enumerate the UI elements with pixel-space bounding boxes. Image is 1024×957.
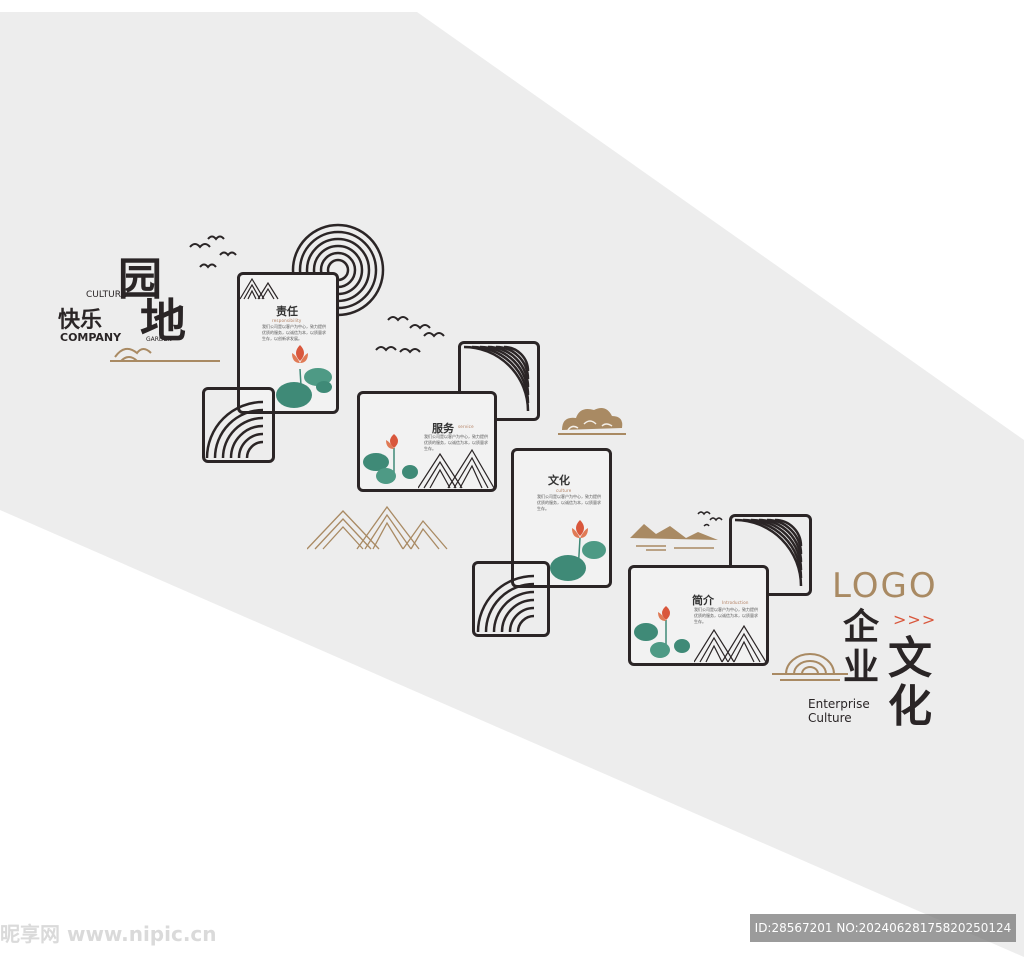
label-culture-en: Culture	[808, 711, 852, 725]
deco-square-2	[458, 341, 540, 421]
mountain-lines-icon	[418, 448, 494, 489]
panel-title-responsibility: 责任	[276, 305, 298, 318]
sunrise-icon	[772, 653, 848, 681]
cloud-wave-icon	[110, 347, 220, 362]
label-garden: GARDEN	[146, 336, 172, 343]
birds-icon	[189, 235, 237, 269]
label-culture: CULTURE	[86, 290, 127, 300]
gold-mountains-icon	[307, 505, 448, 550]
lotus-icon	[363, 434, 418, 484]
logo-text: LOGO	[832, 566, 938, 606]
arc-lines-icon	[205, 400, 264, 459]
label-enterprise: Enterprise	[808, 697, 870, 711]
arc-lines-icon	[734, 518, 803, 587]
watermark-site: 昵享网 www.nipic.cn	[0, 922, 217, 946]
panel-body-culture: 我们公司是以客户为中心，致力提供优质的服务，以诚信为本，以质量求生存。	[537, 494, 601, 511]
deco-square-4	[729, 514, 812, 596]
panel-subtitle-service: service	[458, 424, 474, 429]
mountain-lines-icon	[694, 624, 766, 663]
panel-body-introduction: 我们公司是以客户为中心，致力提供优质的服务，以诚信为本，以质量求生存。	[694, 607, 758, 624]
panel-subtitle-introduction: Introduction	[722, 600, 749, 605]
panel-subtitle-responsibility: responsibility	[272, 318, 302, 323]
lotus-icon	[276, 345, 332, 408]
title-kuaile: 快乐	[58, 308, 103, 333]
birds-icon	[375, 316, 445, 354]
mountain-lines-icon	[240, 277, 279, 300]
title-yuan: 园	[118, 254, 162, 305]
title-di: 地	[140, 294, 186, 348]
watermark-id: ID:28567201 NO:20240628175820250124	[750, 914, 1016, 942]
panel-body-service: 我们公司是以客户为中心，致力提供优质的服务，以诚信为本，以质量求生存。	[424, 434, 488, 451]
panel-subtitle-culture: culture	[556, 488, 572, 493]
arrows: >>>	[893, 610, 937, 629]
label-company: COMPANY	[60, 331, 122, 344]
arc-lines-icon	[476, 574, 535, 633]
panel-body-responsibility: 我们公司是以客户为中心，致力提供优质的服务，以诚信为本，以质量求生存，以创新求发…	[262, 324, 326, 341]
cloud-icon	[558, 408, 626, 435]
title-qiye: 企业	[843, 606, 880, 688]
panel-title-introduction: 简介	[692, 594, 714, 607]
deco-square-3	[472, 561, 550, 637]
title-wenhua: 文化	[888, 633, 932, 732]
landscape-icon	[630, 511, 723, 551]
panel-title-service: 服务	[432, 422, 454, 435]
lotus-icon	[634, 606, 690, 658]
arc-lines-icon	[463, 345, 530, 412]
lotus-icon	[550, 520, 606, 581]
panel-title-culture: 文化	[548, 474, 570, 487]
deco-square-1	[202, 387, 275, 463]
